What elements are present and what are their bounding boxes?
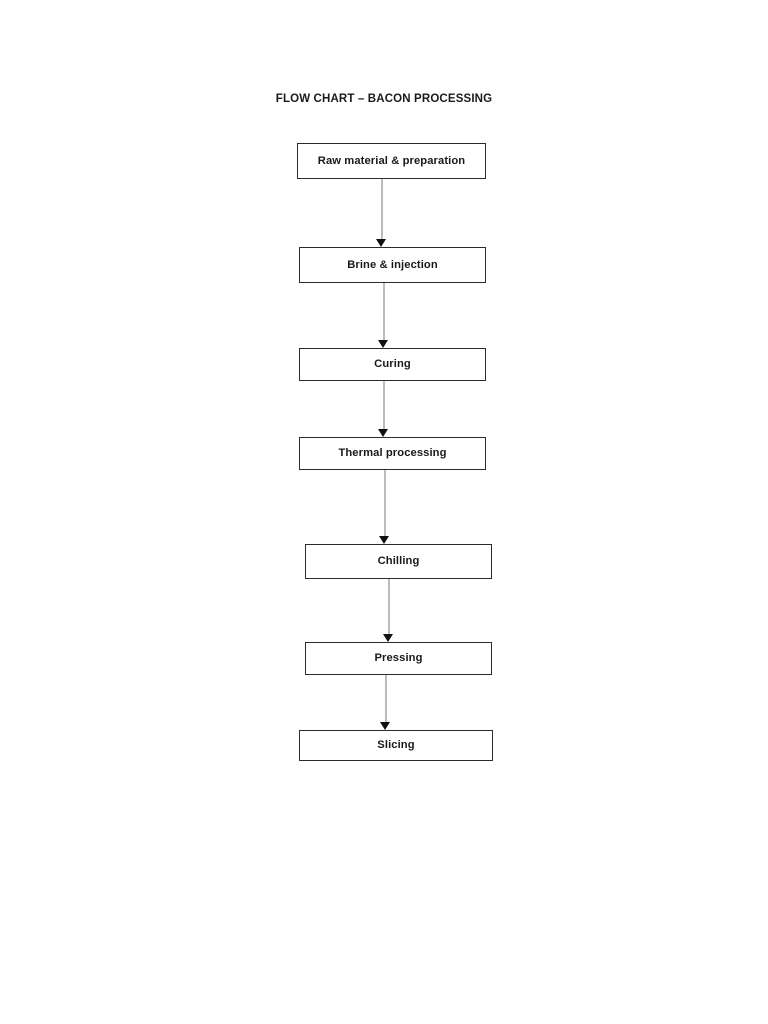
arrowhead-icon bbox=[379, 536, 389, 544]
arrowhead-icon bbox=[380, 722, 390, 730]
connector-line bbox=[383, 283, 385, 340]
connector-line bbox=[381, 179, 383, 239]
flow-node-label: Thermal processing bbox=[338, 447, 447, 460]
arrowhead-icon bbox=[378, 429, 388, 437]
flow-node-label: Pressing bbox=[374, 652, 423, 665]
connector-line bbox=[384, 470, 386, 536]
connector-line bbox=[388, 579, 390, 634]
flow-node-label: Slicing bbox=[377, 739, 415, 752]
arrowhead-icon bbox=[378, 340, 388, 348]
flow-connector-raw-material-to-brine bbox=[376, 179, 388, 247]
connector-line bbox=[383, 381, 385, 429]
page-title: FLOW CHART – BACON PROCESSING bbox=[275, 93, 493, 105]
arrowhead-icon bbox=[376, 239, 386, 247]
flow-node-label: Brine & injection bbox=[347, 258, 438, 271]
flow-node-chilling[interactable]: Chilling bbox=[305, 544, 492, 579]
flow-connector-thermal-to-chilling bbox=[379, 470, 391, 544]
flow-node-slicing[interactable]: Slicing bbox=[299, 730, 493, 761]
arrowhead-icon bbox=[383, 634, 393, 642]
flow-connector-pressing-to-slicing bbox=[380, 675, 392, 730]
flow-node-thermal-processing[interactable]: Thermal processing bbox=[299, 437, 486, 470]
flow-node-label: Chilling bbox=[377, 555, 420, 568]
flow-connector-brine-to-curing bbox=[378, 283, 390, 348]
flow-node-label: Curing bbox=[374, 358, 411, 371]
connector-line bbox=[385, 675, 387, 722]
flow-node-brine-injection[interactable]: Brine & injection bbox=[299, 247, 486, 283]
flow-node-pressing[interactable]: Pressing bbox=[305, 642, 492, 675]
flow-connector-chilling-to-pressing bbox=[383, 579, 395, 642]
flow-node-label: Raw material & preparation bbox=[317, 154, 466, 167]
flow-connector-curing-to-thermal bbox=[378, 381, 390, 437]
flow-node-raw-material-preparation[interactable]: Raw material & preparation bbox=[297, 143, 486, 179]
flow-node-curing[interactable]: Curing bbox=[299, 348, 486, 381]
